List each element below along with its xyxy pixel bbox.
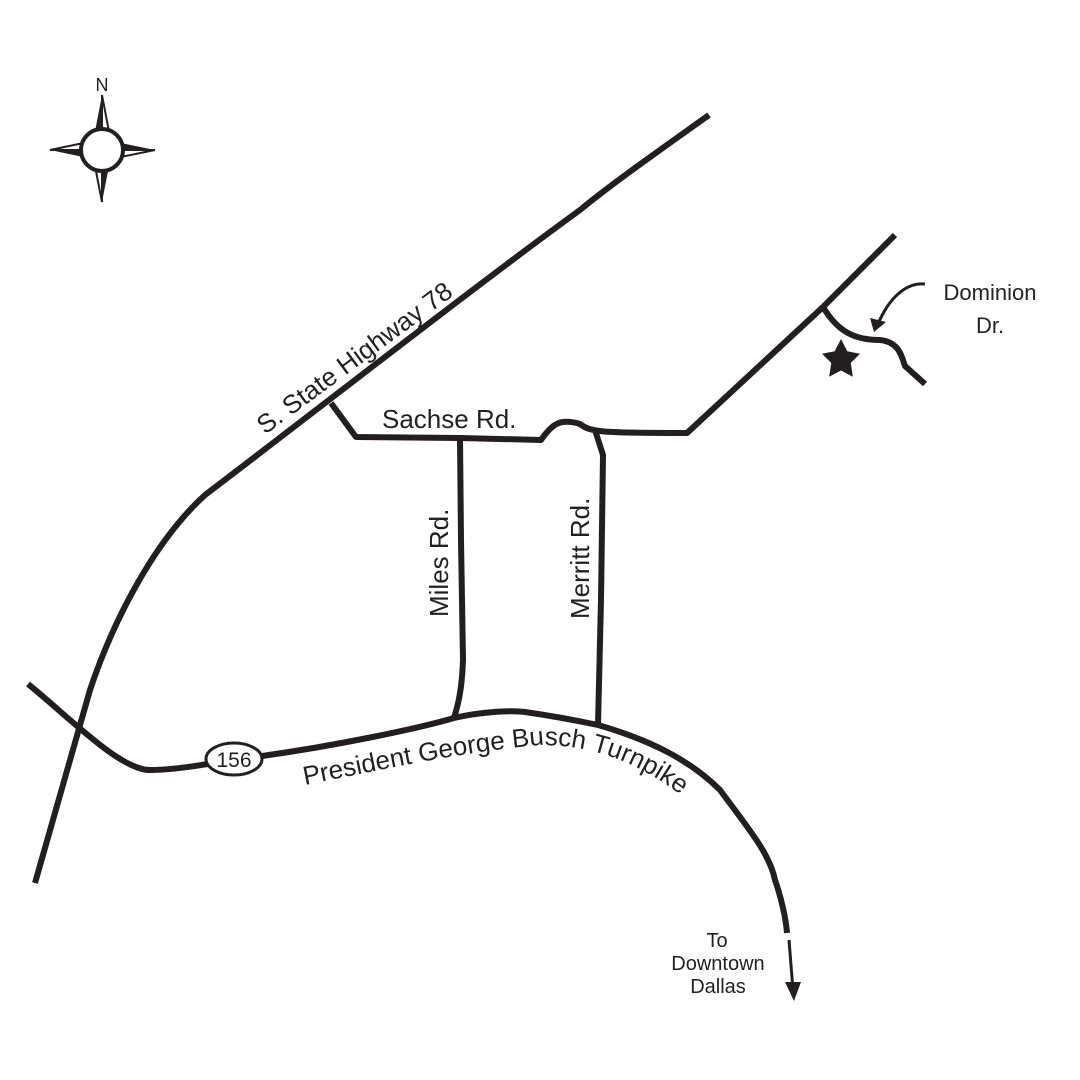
sachse-road-label: Sachse Rd.: [382, 404, 516, 434]
star-icon: [822, 339, 860, 377]
directions-label-line2: Downtown: [671, 953, 764, 975]
turnpike-road: [26, 681, 790, 934]
merritt-road-label: Merritt Rd.: [565, 498, 595, 619]
dominion-drive-label-line2: Dr.: [976, 313, 1004, 338]
route-number-label: 156: [216, 749, 251, 772]
sachse-road: [328, 232, 898, 443]
dominion-pointer-arrow: [876, 282, 926, 325]
dominion-drive-label-line1: Dominion: [944, 280, 1037, 305]
directions-label-line1: To: [706, 930, 727, 952]
compass-north-label: N: [96, 75, 109, 95]
miles-road: [451, 437, 466, 719]
miles-road-label: Miles Rd.: [424, 509, 454, 617]
directions-label-line3: Dallas: [690, 976, 746, 998]
route-to-dallas-line: [787, 939, 795, 991]
merritt-road: [592, 429, 606, 726]
compass-rose-icon: [49, 94, 156, 203]
turnpike-label: President George Busch Turnpike: [300, 721, 695, 800]
arrow-icon: [785, 982, 801, 1001]
dominion-drive-road: [820, 305, 928, 387]
highway-78-road: [32, 112, 711, 884]
route-shield-icon: [204, 741, 264, 777]
arrow-icon: [870, 318, 886, 332]
turnpike-label-path: President George Busch Turnpike: [300, 721, 695, 800]
